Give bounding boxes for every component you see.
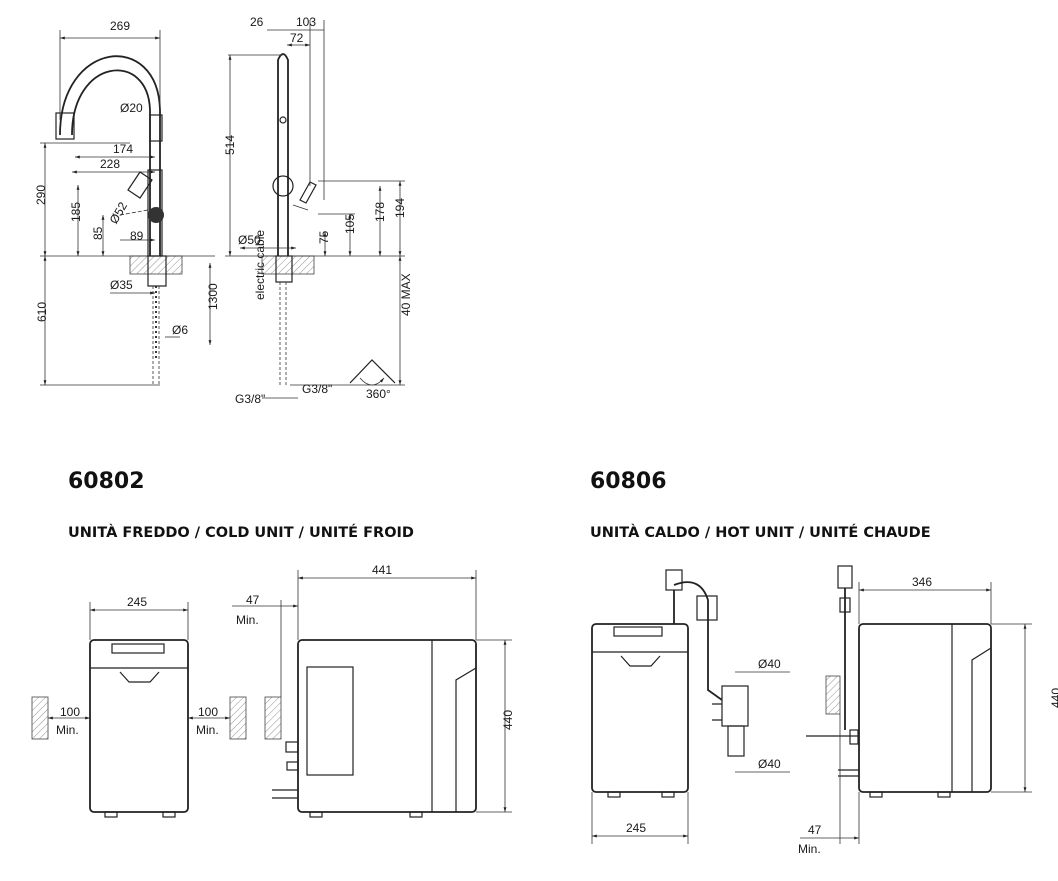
- hot-unit-title: UNITÀ CALDO / HOT UNIT / UNITÉ CHAUDE: [590, 524, 931, 541]
- dim-g38-left: G3/8": [235, 392, 265, 406]
- dim-d20: Ø20: [120, 101, 143, 115]
- dim-d35: Ø35: [110, 278, 133, 292]
- dim-228: 228: [100, 157, 120, 171]
- faucet-front-view: [40, 30, 215, 386]
- dim-174: 174: [113, 142, 133, 156]
- dim-610: 610: [35, 302, 49, 322]
- dim-1300: 1300: [206, 283, 220, 310]
- wall-right: [229, 696, 247, 740]
- dim-26: 26: [250, 15, 264, 29]
- dim-194: 194: [393, 198, 407, 218]
- label-360: 360°: [366, 387, 391, 401]
- dim-185: 185: [69, 202, 83, 222]
- hot-height: 440: [1049, 688, 1058, 708]
- dim-72: 72: [290, 31, 304, 45]
- hot-unit-front: [591, 569, 790, 844]
- hot-gap: 47: [808, 823, 822, 837]
- cold-unit-title: UNITÀ FREDDO / COLD UNIT / UNITÉ FROID: [68, 524, 414, 541]
- cold-width: 245: [127, 595, 147, 609]
- dim-d6: Ø6: [172, 323, 188, 337]
- hot-depth: 346: [912, 575, 932, 589]
- dim-85: 85: [91, 226, 105, 240]
- dim-40max: 40 MAX: [399, 273, 413, 316]
- cold-side-left-min: Min.: [56, 723, 79, 737]
- hot-gap-min: Min.: [798, 842, 821, 856]
- dim-105: 105: [343, 214, 357, 234]
- cold-unit-front: [31, 602, 247, 818]
- dim-178: 178: [373, 202, 387, 222]
- cold-side-left: 100: [60, 705, 80, 719]
- dim-290: 290: [34, 185, 48, 205]
- cold-gap-min: Min.: [236, 613, 259, 627]
- dim-89: 89: [130, 229, 144, 243]
- dim-269: 269: [110, 19, 130, 33]
- cold-side-right: 100: [198, 705, 218, 719]
- cold-side-right-min: Min.: [196, 723, 219, 737]
- cold-depth: 441: [372, 563, 392, 577]
- cold-height: 440: [501, 710, 515, 730]
- dim-g38-right: G3/8": [302, 382, 332, 396]
- dim-d50: Ø50: [238, 233, 261, 247]
- faucet-side-view: [225, 20, 405, 399]
- hot-width: 245: [626, 821, 646, 835]
- hot-pipe-bottom: Ø40: [758, 757, 781, 771]
- dim-514: 514: [223, 135, 237, 155]
- dim-103: 103: [296, 15, 316, 29]
- hot-wall-side: [825, 675, 841, 715]
- wall-left: [31, 696, 49, 740]
- wall-side: [264, 696, 282, 740]
- cold-unit-side: [232, 570, 512, 818]
- hot-unit-side: [800, 565, 1032, 844]
- rotation-360-icon: [349, 359, 396, 384]
- dim-75: 75: [317, 230, 331, 244]
- dim-d52: Ø52: [107, 199, 131, 226]
- hot-pipe-top: Ø40: [758, 657, 781, 671]
- cold-unit-code: 60802: [68, 469, 145, 494]
- hot-unit-code: 60806: [590, 469, 667, 494]
- cold-gap: 47: [246, 593, 260, 607]
